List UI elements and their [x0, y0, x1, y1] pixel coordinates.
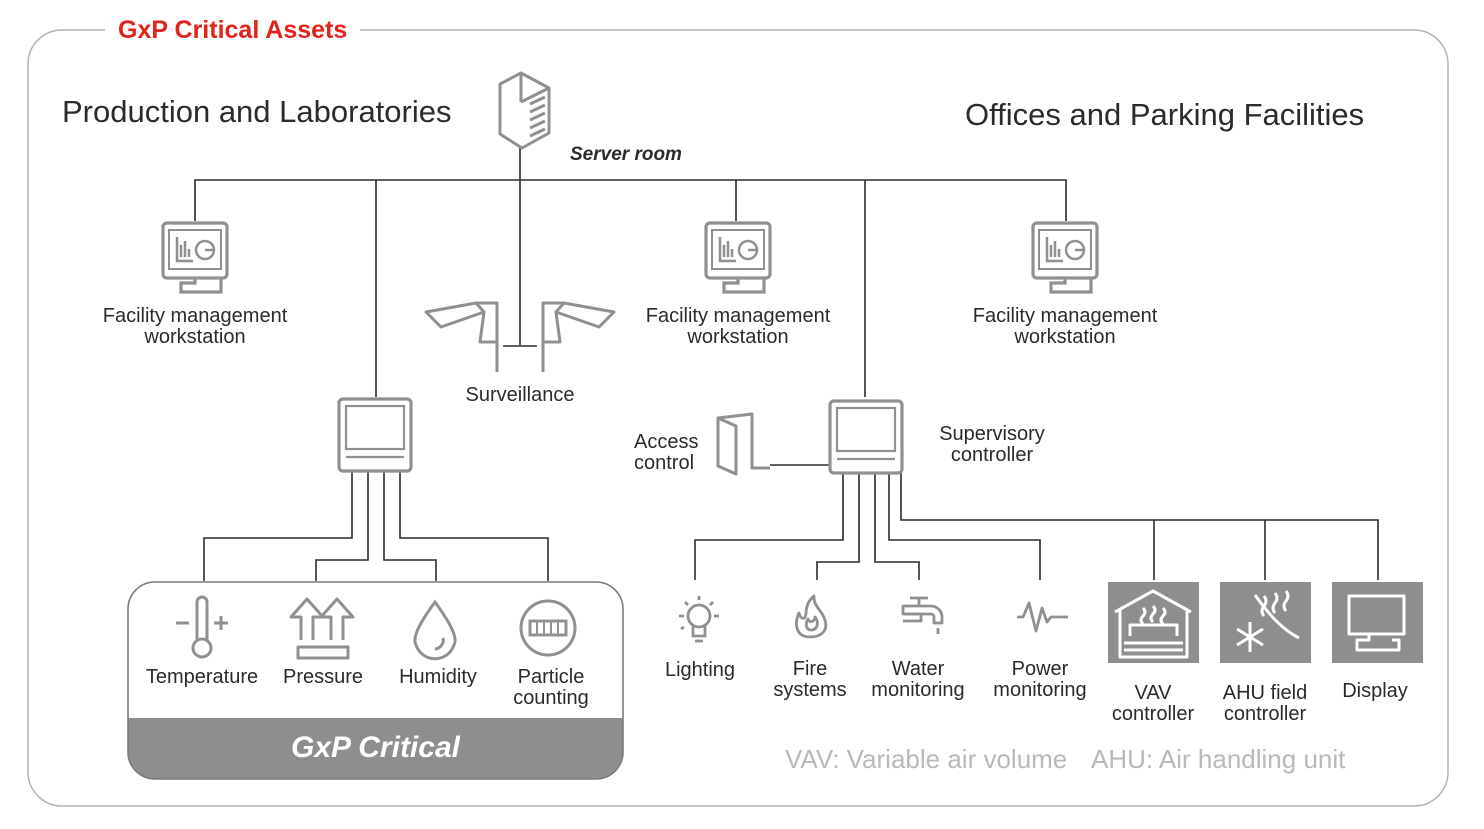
system-label: Lighting — [664, 659, 736, 681]
sensor-label: Humidity — [399, 666, 477, 688]
lightbulb-icon — [679, 596, 719, 643]
pressure-icon — [289, 597, 355, 660]
outer-frame — [27, 29, 1449, 807]
section-title-right: Offices and Parking Facilities — [965, 97, 1365, 132]
camera-icon — [541, 301, 616, 372]
workstation-icon — [704, 221, 772, 294]
fire-icon — [795, 594, 828, 639]
particle-counter-icon — [519, 599, 577, 657]
thermometer-icon — [176, 595, 228, 659]
gxp-critical-banner: GxP Critical — [291, 731, 460, 764]
server-icon — [498, 71, 551, 150]
camera-icon — [424, 301, 499, 372]
connection-lines — [194, 148, 1379, 581]
workstation-icon — [1031, 221, 1099, 294]
sensor-label: Pressure — [282, 666, 364, 688]
frame-title: GxP Critical Assets — [118, 16, 348, 44]
door-icon — [716, 412, 770, 476]
legend-vav: VAV: Variable air volume — [785, 744, 1068, 774]
gxp-critical-box — [127, 581, 624, 780]
droplet-icon — [413, 599, 457, 661]
supervisory-controller-icon — [828, 399, 904, 475]
power-wave-icon — [1017, 601, 1068, 633]
section-title-left: Production and Laboratories — [62, 94, 452, 129]
sensor-label: Temperature — [145, 666, 259, 688]
hvac-label: Display — [1342, 680, 1408, 702]
legend-ahu: AHU: Air handling unit — [1091, 744, 1346, 774]
server-room-label: Server room — [570, 144, 682, 165]
display-icon — [1332, 582, 1423, 663]
workstation-icon — [161, 221, 229, 294]
ahu-controller-icon — [1220, 582, 1311, 663]
surveillance-label: Surveillance — [465, 384, 575, 406]
vav-controller-icon — [1108, 582, 1199, 663]
faucet-icon — [901, 596, 944, 634]
controller-icon — [337, 397, 413, 473]
